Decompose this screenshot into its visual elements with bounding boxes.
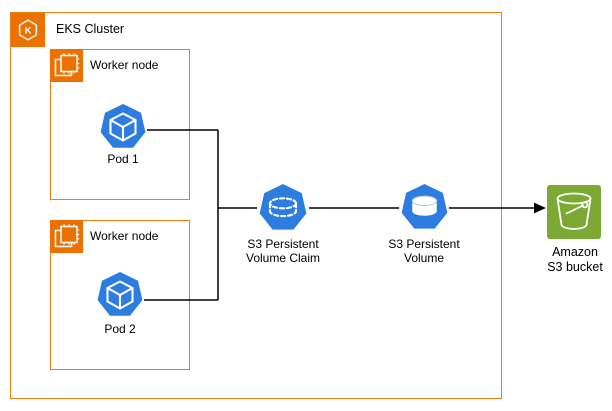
worker-node-box-1 (50, 49, 190, 200)
pv-label: S3 Persistent Volume (388, 237, 459, 265)
pv-label-line1: S3 Persistent (388, 237, 460, 251)
eks-cluster-icon: K (11, 13, 45, 47)
worker-node-icon (50, 220, 83, 253)
persistent-volume-claim-icon (259, 184, 307, 230)
eks-cluster-label: EKS Cluster (56, 22, 125, 36)
worker-node-icon (50, 49, 83, 82)
worker-node-label-2: Worker node (90, 229, 159, 243)
worker-node-box-2 (50, 220, 190, 370)
pod-label-2: Pod 2 (104, 322, 136, 336)
persistent-volume-icon (401, 184, 448, 229)
svg-text:K: K (25, 26, 32, 37)
s3-bucket-icon (547, 185, 601, 239)
bucket-label-line1: Amazon (552, 245, 598, 259)
worker-node-label-1: Worker node (90, 58, 159, 72)
pvc-label: S3 Persistent Volume Claim (246, 237, 320, 265)
pod-label-1: Pod 1 (107, 152, 139, 166)
arrowhead-icon (534, 202, 546, 214)
kubernetes-pod-icon (100, 104, 146, 148)
bucket-label: Amazon S3 bucket (547, 245, 603, 274)
eks-cluster-box (10, 12, 502, 399)
pv-label-line2: Volume (403, 251, 445, 265)
kubernetes-pod-icon (97, 272, 143, 316)
pvc-label-line2: Volume Claim (245, 251, 321, 265)
bucket-label-line2: S3 bucket (547, 259, 603, 274)
pvc-label-line1: S3 Persistent (247, 237, 319, 251)
